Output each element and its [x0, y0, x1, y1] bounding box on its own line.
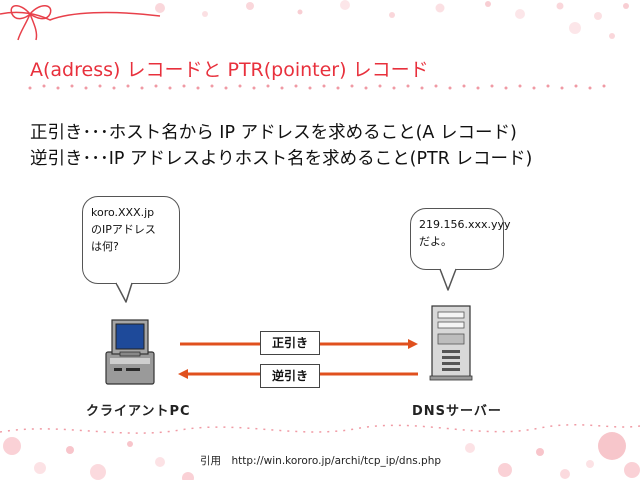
forward-lookup-label: 正引き — [260, 331, 320, 355]
client-pc-label: クライアントPC — [86, 404, 191, 419]
client-bubble-line: は何? — [91, 240, 119, 253]
page-title: A(adress) レコードと PTR(pointer) レコード — [30, 59, 429, 81]
forward-arrowhead-icon — [408, 339, 418, 349]
forward-lookup-definition: 正引き･･･ホスト名から IP アドレスを求めること(A レコード) — [30, 123, 517, 143]
server-bubble-line: 219.156.xxx.yyy — [419, 218, 511, 231]
server-bubble-tail — [439, 268, 457, 291]
citation: 引用 http://win.kororo.jp/archi/tcp_ip/dns… — [200, 455, 442, 467]
client-bubble-line: のIPアドレス — [91, 223, 156, 236]
server-bubble-line: だよ。 — [419, 235, 452, 248]
dns-server-icon — [429, 305, 473, 381]
dns-server-label: DNSサーバー — [412, 404, 502, 419]
server-speech-bubble: 219.156.xxx.yyy だよ。 — [410, 208, 511, 270]
ribbon-bow-icon — [0, 5, 161, 41]
client-bubble-line: koro.XXX.jp — [91, 206, 155, 219]
client-bubble-tail — [115, 282, 133, 303]
reverse-lookup-label: 逆引き — [260, 364, 320, 388]
reverse-arrowhead-icon — [178, 369, 188, 379]
bottom-divider — [0, 424, 640, 434]
title-divider — [28, 84, 606, 90]
bottom-dot-pattern — [3, 432, 640, 480]
reverse-lookup-definition: 逆引き･･･IP アドレスよりホスト名を求めること(PTR レコード) — [30, 149, 533, 169]
client-speech-bubble: koro.XXX.jp のIPアドレス は何? — [82, 196, 180, 284]
top-dot-pattern — [155, 0, 629, 39]
client-pc-icon — [105, 319, 155, 385]
